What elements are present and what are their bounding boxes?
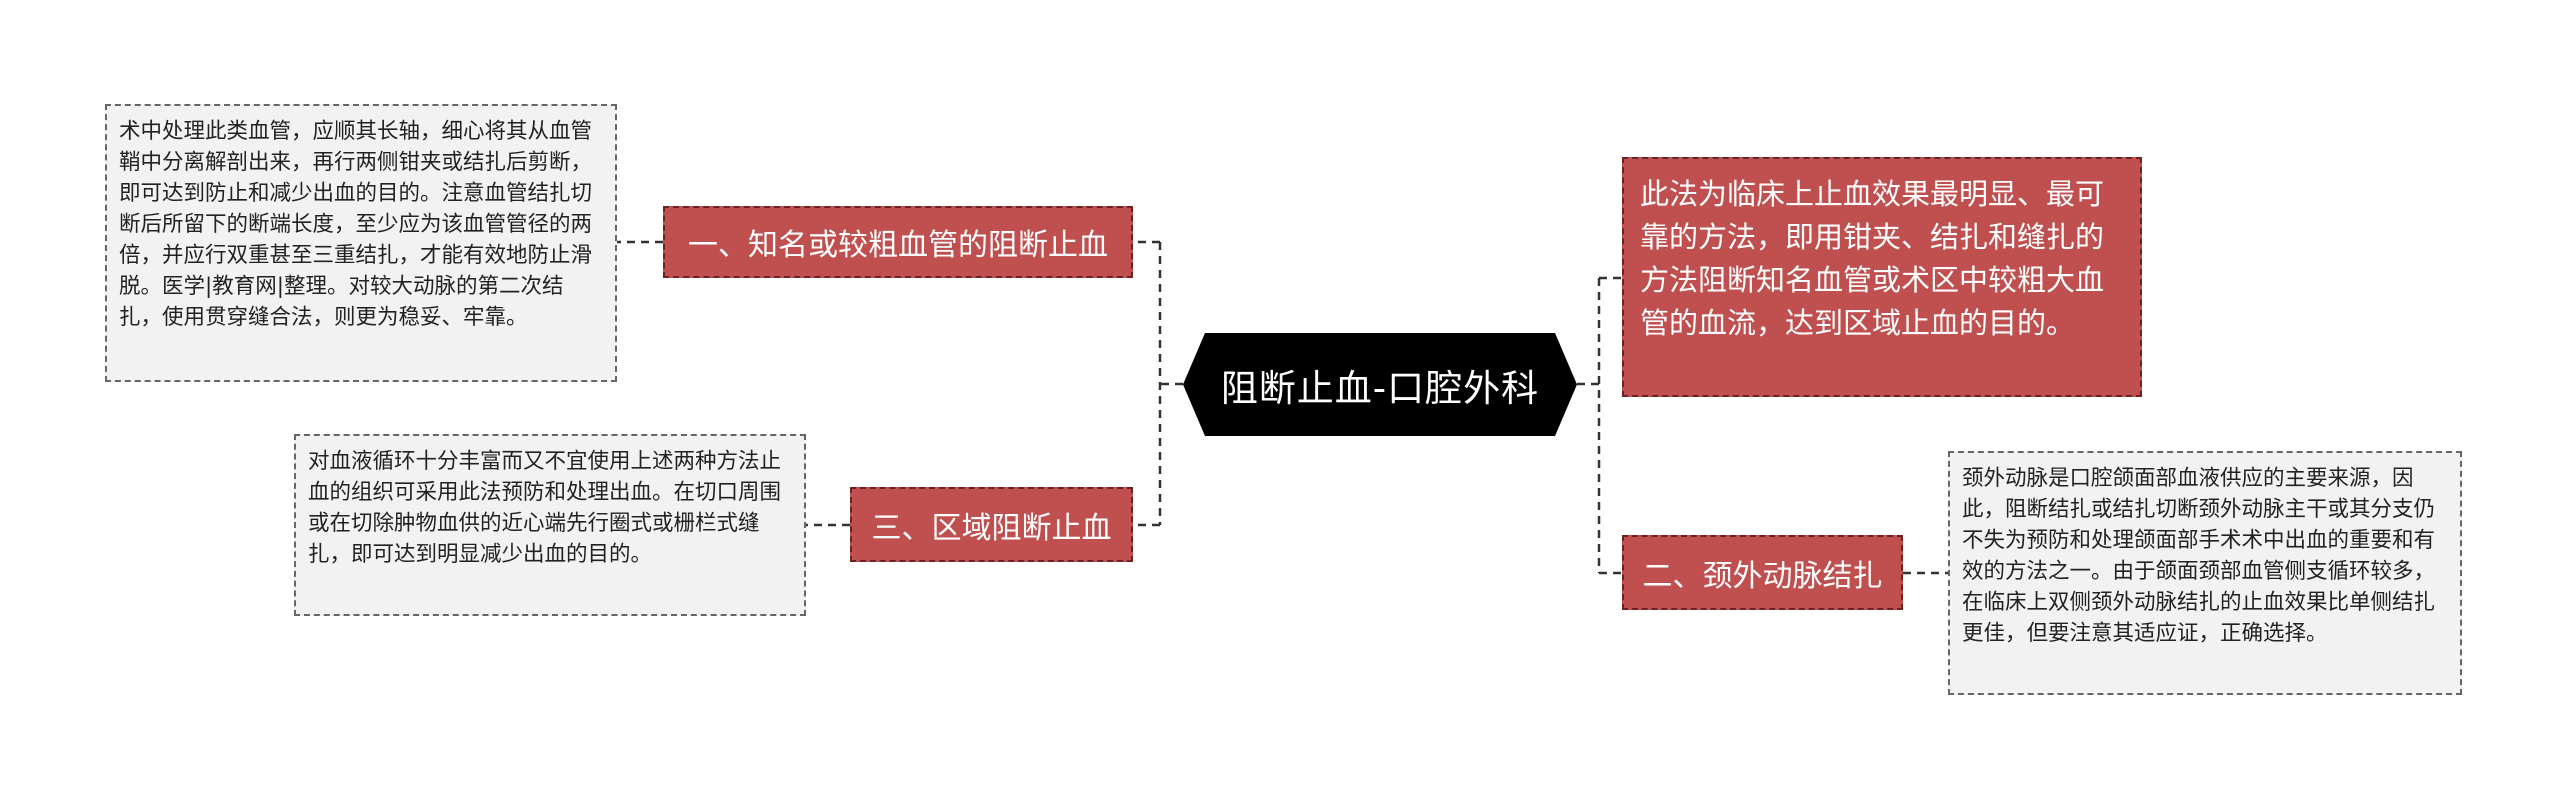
- note-branch-3[interactable]: 对血液循环十分丰富而又不宜使用上述两种方法止血的组织可采用此法预防和处理出血。在…: [294, 434, 806, 616]
- center-topic[interactable]: 阻断止血-口腔外科: [1183, 333, 1577, 436]
- note-branch-1[interactable]: 术中处理此类血管，应顺其长轴，细心将其从血管鞘中分离解剖出来，再行两侧钳夹或结扎…: [105, 104, 617, 382]
- branch-node-3[interactable]: 三、区域阻断止血: [850, 487, 1133, 562]
- connector-center-right: [1577, 278, 1601, 573]
- branch-node-1[interactable]: 一、知名或较粗血管的阻断止血: [663, 206, 1133, 278]
- connector-center-left: [1158, 242, 1183, 525]
- description-node[interactable]: 此法为临床上止血效果最明显、最可靠的方法，即用钳夹、结扎和缝扎的方法阻断知名血管…: [1622, 157, 2142, 397]
- branch-node-2[interactable]: 二、颈外动脉结扎: [1622, 535, 1903, 610]
- note-branch-2[interactable]: 颈外动脉是口腔颌面部血液供应的主要来源，因此，阻断结扎或结扎切断颈外动脉主干或其…: [1948, 451, 2462, 695]
